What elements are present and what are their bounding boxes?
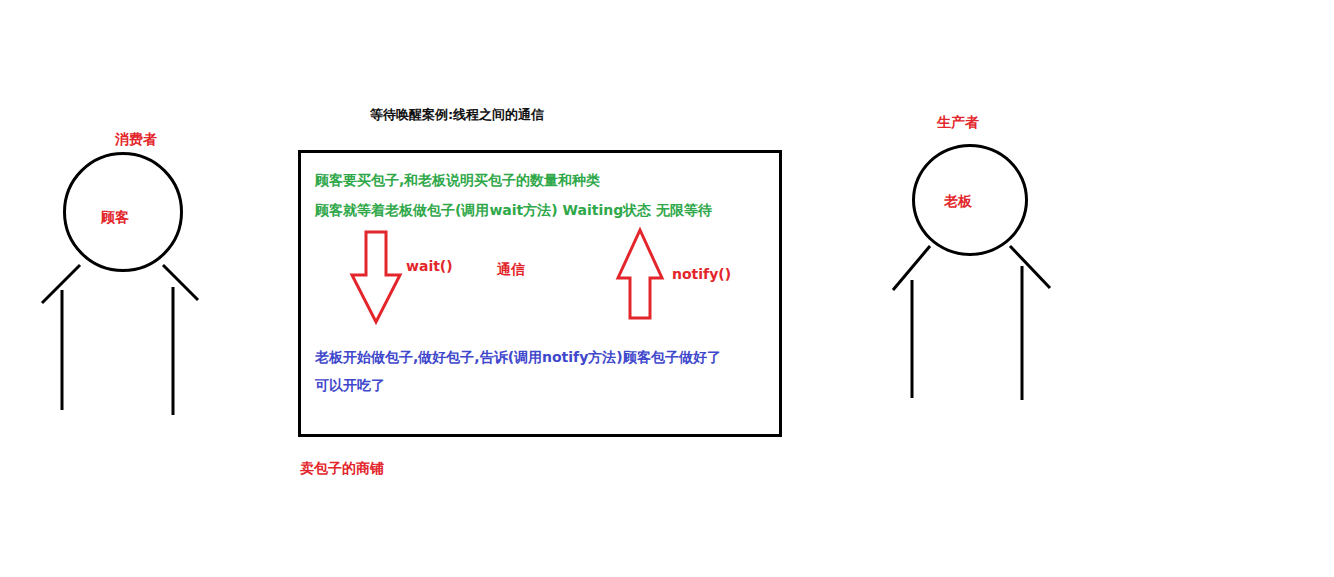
step-text: 老板开始做包子,做好包子,告诉(调用notify方法)顾客包子做好了 可以开吃了 xyxy=(315,343,777,399)
consumer-figure xyxy=(42,265,198,415)
producer-figure xyxy=(893,246,1050,400)
step-text: 顾客要买包子,和老板说明买包子的数量和种类 xyxy=(315,172,600,190)
role-heading: 生产者 xyxy=(937,114,979,132)
figure-name: 老板 xyxy=(944,193,972,211)
step-text: 顾客就等着老板做包子(调用wait方法) Waiting状态 无限等待 xyxy=(315,202,712,220)
diagram-title: 等待唤醒案例:线程之间的通信 xyxy=(370,106,544,124)
role-heading: 消费者 xyxy=(115,131,157,149)
arrow-label: wait() xyxy=(406,258,453,274)
shop-box: 顾客要买包子,和老板说明买包子的数量和种类顾客就等着老板做包子(调用wait方法… xyxy=(298,150,782,437)
arrow-label: notify() xyxy=(672,266,731,282)
figure-name: 顾客 xyxy=(101,209,129,227)
consumer-head: 消费者顾客 xyxy=(63,152,183,272)
producer-head: 生产者老板 xyxy=(912,144,1028,256)
shop-caption: 卖包子的商铺 xyxy=(300,460,384,478)
arrow-label: 通信 xyxy=(497,261,525,279)
up-arrow xyxy=(618,230,662,318)
down-arrow xyxy=(352,232,400,322)
